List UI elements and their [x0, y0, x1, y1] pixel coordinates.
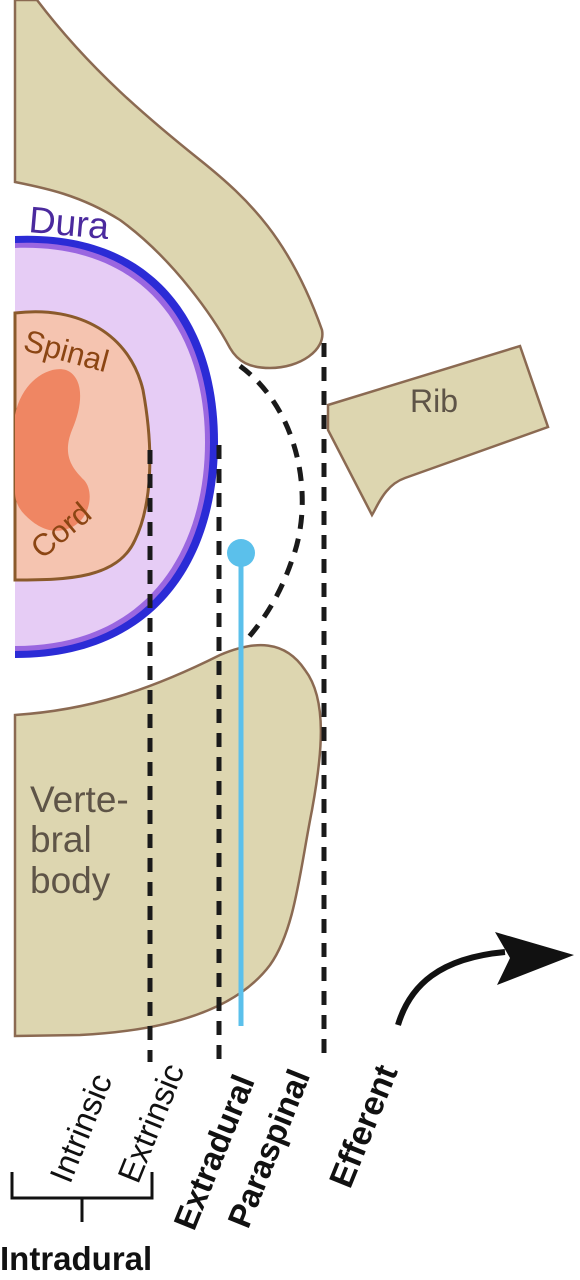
- gray-matter: [15, 369, 90, 531]
- efferent-arrow-shaft: [395, 949, 506, 1026]
- extrinsic-label: Extrinsic: [110, 1058, 191, 1187]
- intradural-bracket: [10, 1172, 154, 1222]
- posterior-bone: [13, 0, 324, 370]
- vertebral-body-label-line1: Verte-: [30, 779, 129, 820]
- rib-label: Rib: [410, 383, 458, 419]
- efferent-arrow-head: [495, 932, 574, 985]
- paraspinal-curved-boundary: [238, 363, 305, 640]
- rib: [326, 344, 550, 518]
- vertebral-body: [13, 644, 323, 1038]
- dura-label: Dura: [27, 199, 111, 247]
- intradural-label: Intradural: [0, 1240, 152, 1277]
- vertebral-body-label-line3: body: [30, 860, 111, 901]
- intrinsic-label: Intrinsic: [42, 1068, 119, 1187]
- extradural-pointer-dot: [227, 539, 255, 567]
- efferent-label: Efferent: [322, 1060, 405, 1193]
- vertebral-body-label-line2: bral: [30, 819, 92, 860]
